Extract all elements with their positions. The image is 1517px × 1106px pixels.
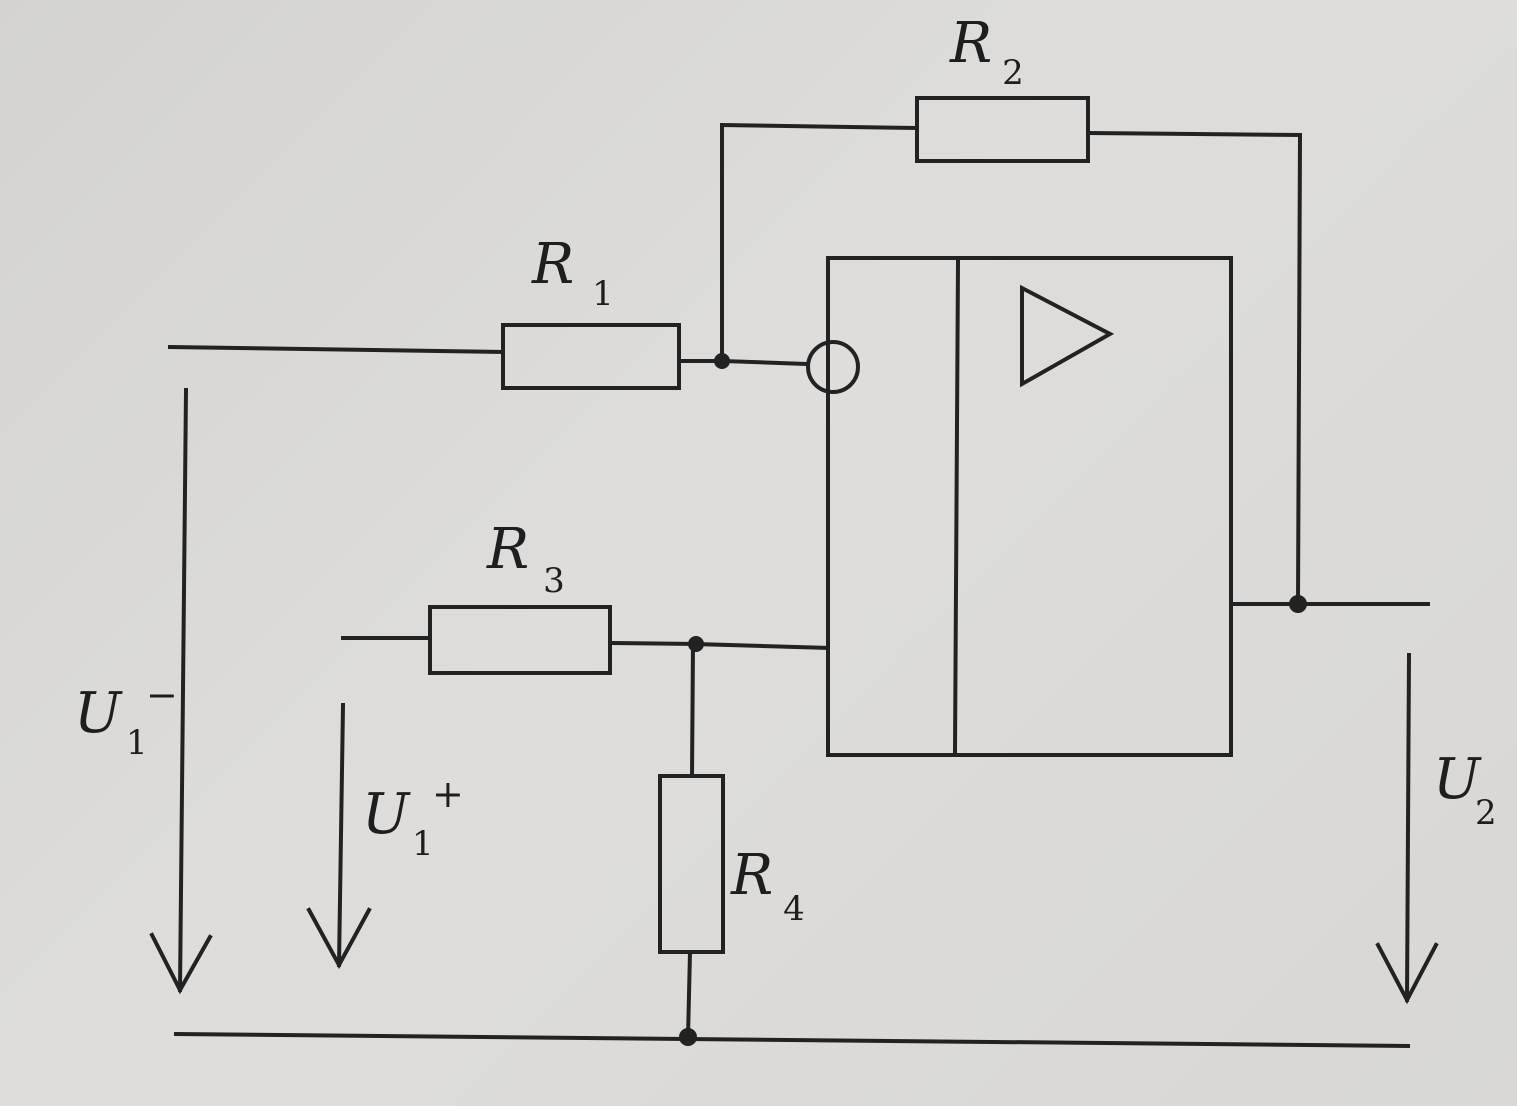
resistor-r1 — [501, 323, 681, 390]
resistor-r2 — [915, 96, 1090, 163]
label-r4-main: R — [731, 843, 774, 908]
opamp-body — [826, 256, 1233, 757]
label-u1-plus: U +1 — [362, 775, 464, 861]
junction-noninverting — [688, 636, 704, 652]
label-u1-plus-sub: 1 — [412, 824, 434, 864]
resistor-r3 — [428, 605, 612, 675]
label-u1-minus-main: U — [74, 681, 122, 746]
label-r3-main: R — [487, 517, 530, 582]
label-u1-minus-sup: − — [146, 673, 178, 717]
label-u2-sub: 2 — [1475, 793, 1497, 833]
wire-r3-node — [607, 640, 699, 647]
amplifier-triangle-icon — [1020, 284, 1115, 388]
ground-line — [173, 1031, 1411, 1049]
label-r2-main: R — [950, 11, 993, 76]
wire-r4-ground — [685, 949, 693, 1040]
resistor-r4 — [658, 774, 725, 954]
inverting-input-circle — [806, 340, 860, 394]
label-u1-plus-sup: + — [432, 772, 464, 816]
label-u2-main: U — [1433, 747, 1481, 812]
junction-output — [1289, 595, 1307, 613]
wire-feedback-top-right — [1085, 130, 1303, 138]
wire-feedback-top-left — [719, 122, 920, 131]
u1-plus-arrow — [306, 702, 372, 970]
junction-ground — [679, 1028, 697, 1046]
label-u1-plus-main: U — [362, 782, 410, 847]
label-u1-minus-sub: 1 — [126, 723, 148, 763]
wire-node-noninverting — [693, 641, 831, 651]
label-r1-main: R — [532, 232, 575, 297]
wire-node-r4 — [689, 641, 696, 779]
label-u1-minus: U− 1 — [74, 676, 178, 760]
u1-minus-arrow — [149, 387, 213, 995]
label-r1-sub: 1 — [592, 274, 614, 314]
wire-input-r1 — [167, 344, 506, 355]
wire-feedback-right — [1295, 132, 1303, 607]
label-r2-sub: 2 — [1002, 53, 1024, 93]
label-r3-sub: 3 — [543, 561, 565, 601]
label-r4-sub: 4 — [783, 889, 805, 929]
opamp-divider — [952, 259, 961, 755]
wire-node-inverting — [719, 358, 811, 367]
u2-arrow — [1375, 652, 1439, 1005]
label-r4: R4 — [731, 848, 805, 927]
